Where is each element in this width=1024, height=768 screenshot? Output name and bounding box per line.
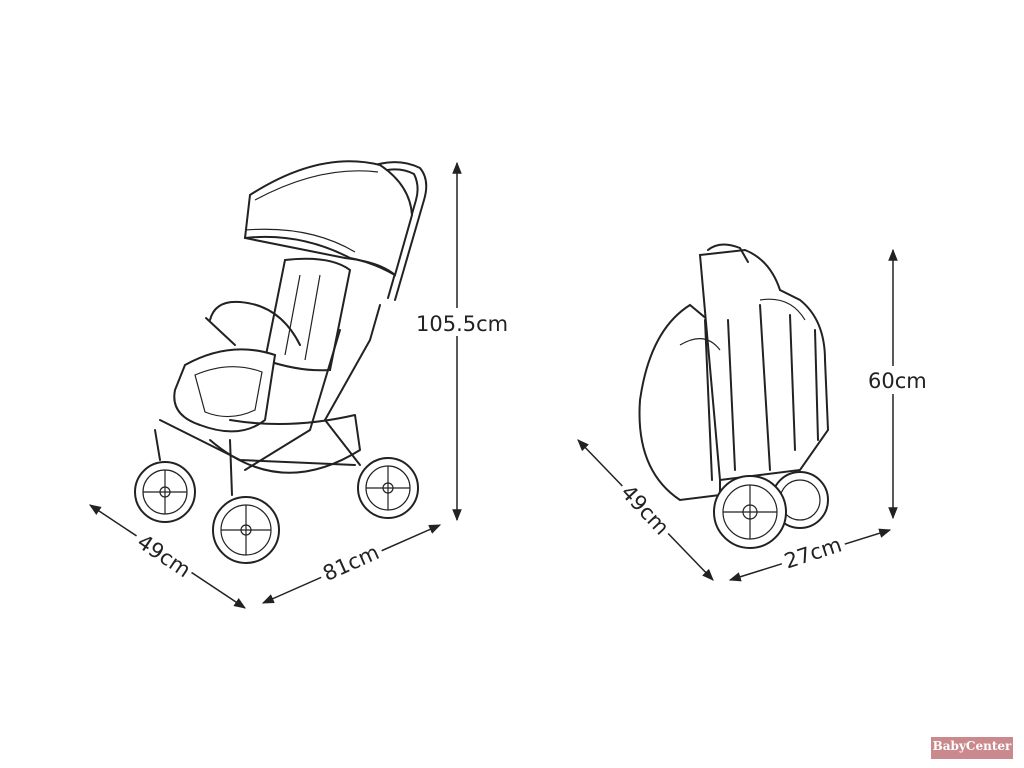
folded-stroller-drawing xyxy=(638,243,830,549)
height-label-unfolded: 105.5cm xyxy=(416,312,508,336)
unfolded-stroller-drawing xyxy=(134,160,428,564)
babycenter-watermark-logo: BabyCenter xyxy=(931,737,1013,759)
folded-wheel-front xyxy=(713,475,787,549)
wheel-front-right xyxy=(212,496,280,564)
height-label-folded: 60cm xyxy=(868,369,927,393)
wheel-front-left xyxy=(134,461,196,523)
wheel-rear xyxy=(357,457,419,519)
